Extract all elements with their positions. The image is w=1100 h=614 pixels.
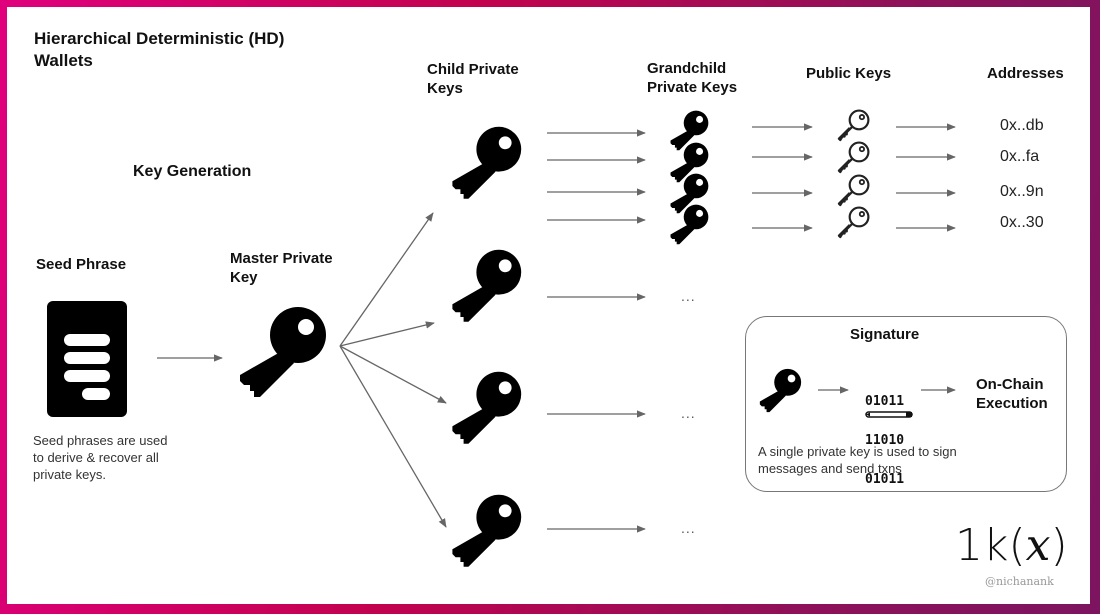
author-handle: @nichanank xyxy=(985,575,1054,588)
ellipsis: ... xyxy=(681,520,696,536)
ellipsis: ... xyxy=(681,405,696,421)
signature-description: A single private key is used to sign mes… xyxy=(758,443,957,477)
child-private-key-icon xyxy=(452,494,522,567)
outline-key-icon xyxy=(837,174,870,207)
header-public-keys: Public Keys xyxy=(806,65,892,82)
binary-line: 01011 xyxy=(865,472,905,487)
header-grandchild-private-keys: Grandchild Private Keys xyxy=(647,59,737,97)
on-chain-execution-label: On-Chain Execution xyxy=(976,375,1048,413)
address-item: 0x..db xyxy=(1000,117,1044,134)
subtitle-key-generation: Key Generation xyxy=(133,163,252,180)
header-addresses: Addresses xyxy=(987,65,1064,82)
brand-logo: 1k(x) xyxy=(955,520,1068,571)
arrow-master-to-child-3 xyxy=(339,345,447,404)
child-private-key-icon xyxy=(452,126,522,199)
header-grandchild-line-2: Private Keys xyxy=(647,79,738,96)
child-private-key-icon xyxy=(452,249,522,322)
logo-variable: x xyxy=(1025,520,1051,571)
diagram-canvas xyxy=(7,7,1090,604)
header-master-private-key: Master Private Key xyxy=(230,249,333,287)
header-grandchild-line-1: Grandchild xyxy=(647,60,727,77)
arrow-master-to-child-2 xyxy=(339,321,435,347)
header-child-private-keys: Child Private Keys xyxy=(427,60,519,98)
logo-prefix: 1k( xyxy=(955,520,1026,571)
pencil-icon xyxy=(865,411,913,418)
header-child-line-1: Child Private xyxy=(427,61,519,78)
signature-description-line: messages and send txns xyxy=(758,461,902,476)
title-line-2: Wallets xyxy=(34,51,93,70)
seed-description-line: Seed phrases are used xyxy=(33,433,168,448)
outline-key-icon xyxy=(837,206,870,239)
binary-line: 01011 xyxy=(865,394,905,409)
execution-line-1: On-Chain xyxy=(976,376,1044,393)
signing-key-icon xyxy=(759,368,802,413)
document-icon xyxy=(47,301,127,417)
execution-line-2: Execution xyxy=(976,395,1048,412)
binary-line: 11010 xyxy=(865,433,905,448)
title-line-1: Hierarchical Deterministic (HD) xyxy=(34,29,285,48)
header-master-line-2: Key xyxy=(230,269,258,286)
outline-key-icon xyxy=(837,109,870,142)
signature-description-line: A single private key is used to sign xyxy=(758,444,957,459)
header-child-line-2: Keys xyxy=(427,80,463,97)
seed-description-line: to derive & recover all xyxy=(33,450,159,465)
arrow-master-to-child-4 xyxy=(339,345,447,528)
address-item: 0x..9n xyxy=(1000,183,1044,200)
header-seed-phrase: Seed Phrase xyxy=(36,256,127,273)
seed-description: Seed phrases are used to derive & recove… xyxy=(33,432,167,483)
address-item: 0x..fa xyxy=(1000,148,1040,165)
logo-suffix: ) xyxy=(1050,520,1068,571)
master-private-key-icon xyxy=(240,307,326,397)
arrow-master-to-child-1 xyxy=(339,212,434,347)
header-master-line-1: Master Private xyxy=(230,250,333,267)
address-item: 0x..30 xyxy=(1000,214,1044,231)
signature-title: Signature xyxy=(850,326,920,343)
outline-key-icon xyxy=(837,141,870,174)
grandchild-private-key-icon xyxy=(670,204,709,245)
signature-box xyxy=(745,316,1067,492)
seed-description-line: private keys. xyxy=(33,467,106,482)
diagram-title: Hierarchical Deterministic (HD) Wallets xyxy=(34,28,284,72)
child-private-key-icon xyxy=(452,371,522,444)
binary-data: 01011 11010 01011 xyxy=(865,369,904,499)
ellipsis: ... xyxy=(681,288,696,304)
